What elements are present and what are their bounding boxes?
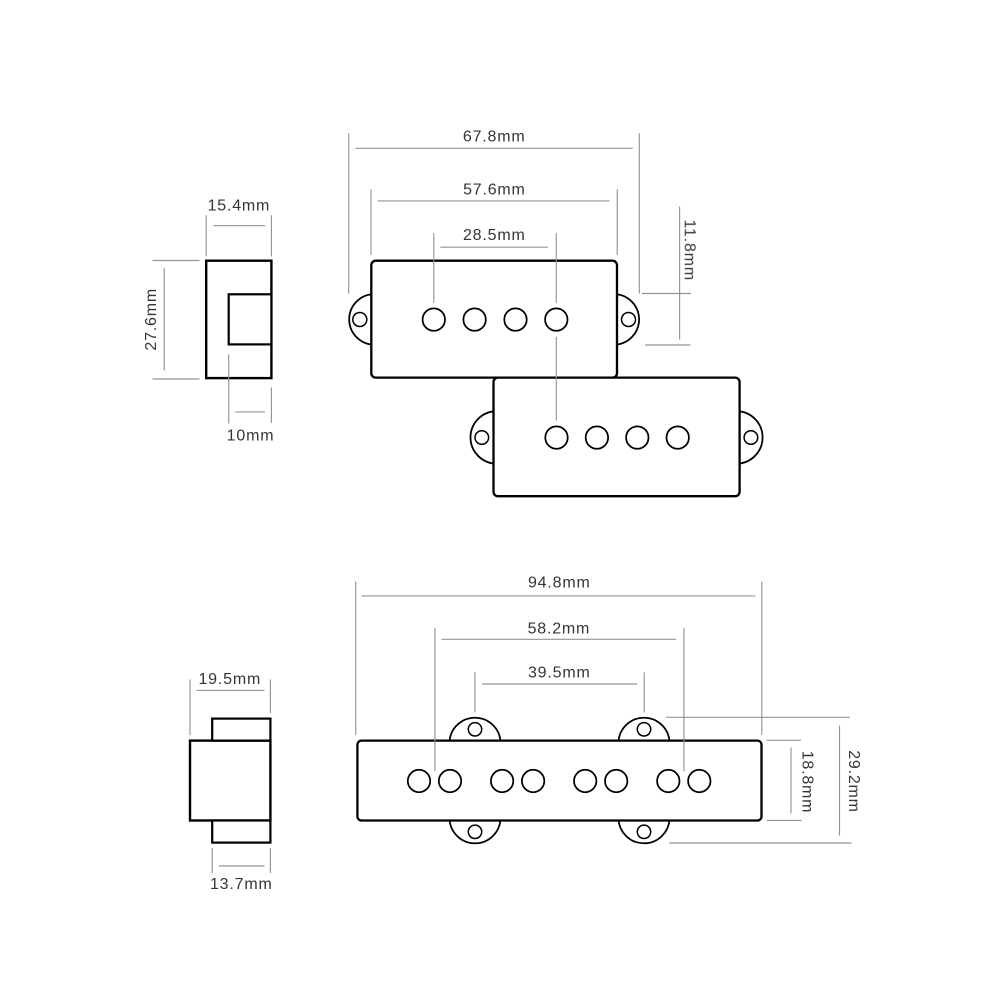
svg-text:58.2mm: 58.2mm <box>528 620 591 637</box>
svg-text:10mm: 10mm <box>227 428 275 445</box>
svg-text:29.2mm: 29.2mm <box>845 750 862 813</box>
svg-text:19.5mm: 19.5mm <box>198 671 261 688</box>
svg-text:67.8mm: 67.8mm <box>463 129 526 146</box>
svg-text:28.5mm: 28.5mm <box>463 227 526 244</box>
svg-text:27.6mm: 27.6mm <box>143 288 160 351</box>
svg-text:39.5mm: 39.5mm <box>528 664 591 681</box>
svg-text:15.4mm: 15.4mm <box>208 198 271 215</box>
svg-text:13.7mm: 13.7mm <box>210 876 273 893</box>
svg-text:18.8mm: 18.8mm <box>799 751 816 814</box>
svg-text:11.8mm: 11.8mm <box>681 219 698 280</box>
svg-text:94.8mm: 94.8mm <box>528 575 591 592</box>
svg-text:57.6mm: 57.6mm <box>463 182 526 199</box>
